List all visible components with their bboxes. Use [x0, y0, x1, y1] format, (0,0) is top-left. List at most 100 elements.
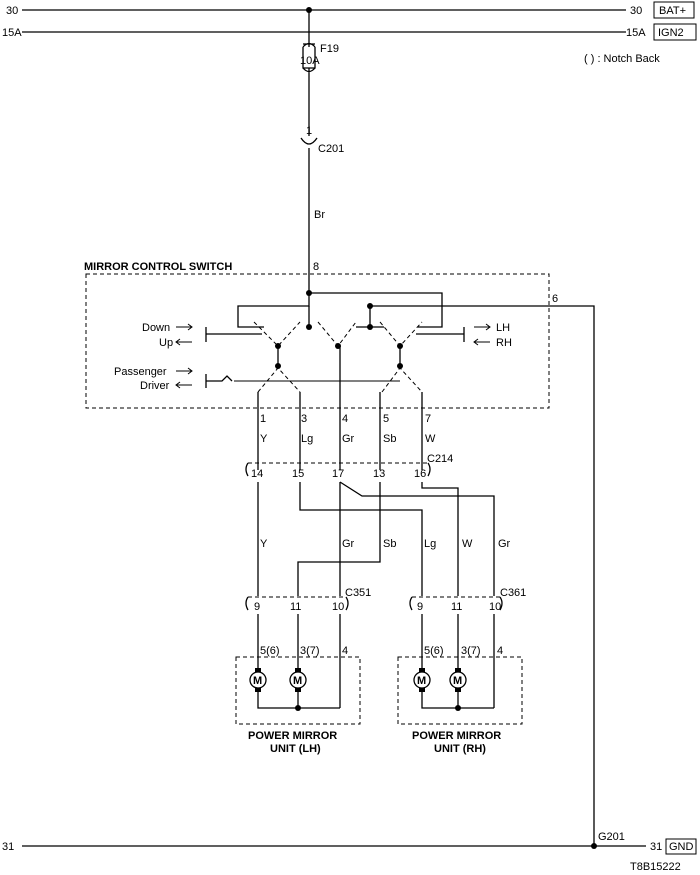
arrow-right-icon [176, 323, 193, 331]
switch-pin-7: 7 [425, 413, 431, 425]
supply-right [309, 292, 443, 328]
switch-pin-in: 8 [313, 261, 319, 273]
c351-pin-9: 9 [254, 601, 260, 613]
switch-contact [317, 321, 357, 347]
br-wire-label: Br [314, 209, 325, 221]
mid-label-w: W [462, 538, 473, 550]
junction [397, 363, 403, 369]
c214-name: C214 [427, 453, 453, 465]
c214-pin-14: 14 [251, 468, 263, 480]
motor-lh-1: M [249, 668, 267, 692]
route-gr-rh [339, 481, 495, 596]
notch-back-note: ( ) : Notch Back [584, 53, 660, 65]
ign-tag: IGN2 [658, 27, 684, 39]
label-driver: Driver [140, 380, 170, 392]
wire-label-sb: Sb [383, 433, 396, 445]
unit-rh-pin-a: 5(6) [424, 645, 444, 657]
wire-label-lg: Lg [301, 433, 313, 445]
c361-pin-11: 11 [451, 601, 462, 613]
doc-id: T8B15222 [630, 861, 681, 873]
unit-lh-title1: POWER MIRROR [248, 730, 337, 742]
unit-lh-pin-b: 3(7) [300, 645, 320, 657]
c351-pin-11: 11 [290, 601, 301, 613]
mid-label-gr: Gr [342, 538, 355, 550]
wire-label-gr: Gr [342, 433, 355, 445]
label-rh: RH [496, 337, 512, 349]
bus-left-15a: 15A [2, 27, 22, 39]
route-sb [297, 482, 381, 596]
supply-left [237, 293, 310, 328]
switch-pin-5: 5 [383, 413, 389, 425]
c214-pin-15: 15 [292, 468, 304, 480]
bat-tag-box [653, 1, 695, 19]
ground-name: G201 [598, 831, 625, 843]
unit-rh-title2: UNIT (RH) [434, 743, 486, 755]
motor-label: M [253, 675, 262, 687]
lhrh-actuator [416, 327, 465, 342]
switch-box [85, 273, 550, 409]
ground-wire [369, 305, 595, 846]
switch-pin-4: 4 [342, 413, 348, 425]
arrow-left-icon [175, 338, 192, 346]
selector-actuator [205, 374, 233, 388]
bus-right-30: 30 [630, 5, 642, 17]
c214-pin-13: 13 [373, 468, 385, 480]
unit-lh-pin-a: 5(6) [260, 645, 280, 657]
junction [295, 705, 301, 711]
motor-label: M [293, 675, 302, 687]
switch-title: MIRROR CONTROL SWITCH [84, 261, 232, 273]
arrow-left-icon [175, 381, 192, 389]
bat-tag: BAT+ [659, 5, 686, 17]
c351-name: C351 [345, 587, 371, 599]
motor-rh-1: M [413, 668, 431, 692]
label-down: Down [142, 322, 170, 334]
c214-pin-16: 16 [414, 468, 426, 480]
motor-label: M [453, 675, 462, 687]
unit-rh-pin-b: 3(7) [461, 645, 481, 657]
arrow-left-icon [473, 338, 490, 346]
selector-contact [381, 367, 423, 393]
motor-lh-2: M [289, 668, 307, 692]
updown-actuator [205, 327, 262, 342]
motor-label: M [417, 675, 426, 687]
unit-rh-title1: POWER MIRROR [412, 730, 501, 742]
c351-pin-10: 10 [332, 601, 344, 613]
c201-pin: 1 [306, 125, 312, 137]
c361-brackets [409, 596, 503, 611]
gnd-tag-box [665, 838, 697, 855]
wire-label-y: Y [260, 433, 268, 445]
label-lh: LH [496, 322, 510, 334]
junction [306, 324, 312, 330]
c361-name: C361 [500, 587, 526, 599]
arrow-right-icon [474, 323, 491, 331]
c361-pin-10: 10 [489, 601, 501, 613]
unit-lh-title2: UNIT (LH) [270, 743, 321, 755]
motor-rh-2: M [449, 668, 467, 692]
c201-name: C201 [318, 143, 344, 155]
junction [275, 363, 281, 369]
route-w [421, 482, 459, 596]
unit-lh-box [235, 656, 361, 725]
c351-brackets [245, 596, 349, 611]
mid-label-sb: Sb [383, 538, 396, 550]
label-passenger: Passenger [114, 366, 167, 378]
c201-connector [300, 137, 318, 145]
junction [455, 705, 461, 711]
ground-right: 31 [650, 841, 662, 853]
arrow-right-icon [176, 367, 193, 375]
route-lg [299, 482, 423, 596]
mid-label-y: Y [260, 538, 268, 550]
switch-pin-1: 1 [260, 413, 266, 425]
mid-label-gr2: Gr [498, 538, 511, 550]
gnd-tag: GND [669, 841, 694, 853]
unit-rh-box [397, 656, 523, 725]
switch-pin-ground: 6 [552, 293, 558, 305]
bus-left-30: 30 [6, 5, 18, 17]
bus-right-15a: 15A [626, 27, 646, 39]
ign-tag-box [653, 23, 697, 41]
ground-junction [591, 843, 597, 849]
c214-pin-17: 17 [332, 468, 344, 480]
ground-left: 31 [2, 841, 14, 853]
fuse-symbol [302, 42, 316, 136]
switch-pin-3: 3 [301, 413, 307, 425]
